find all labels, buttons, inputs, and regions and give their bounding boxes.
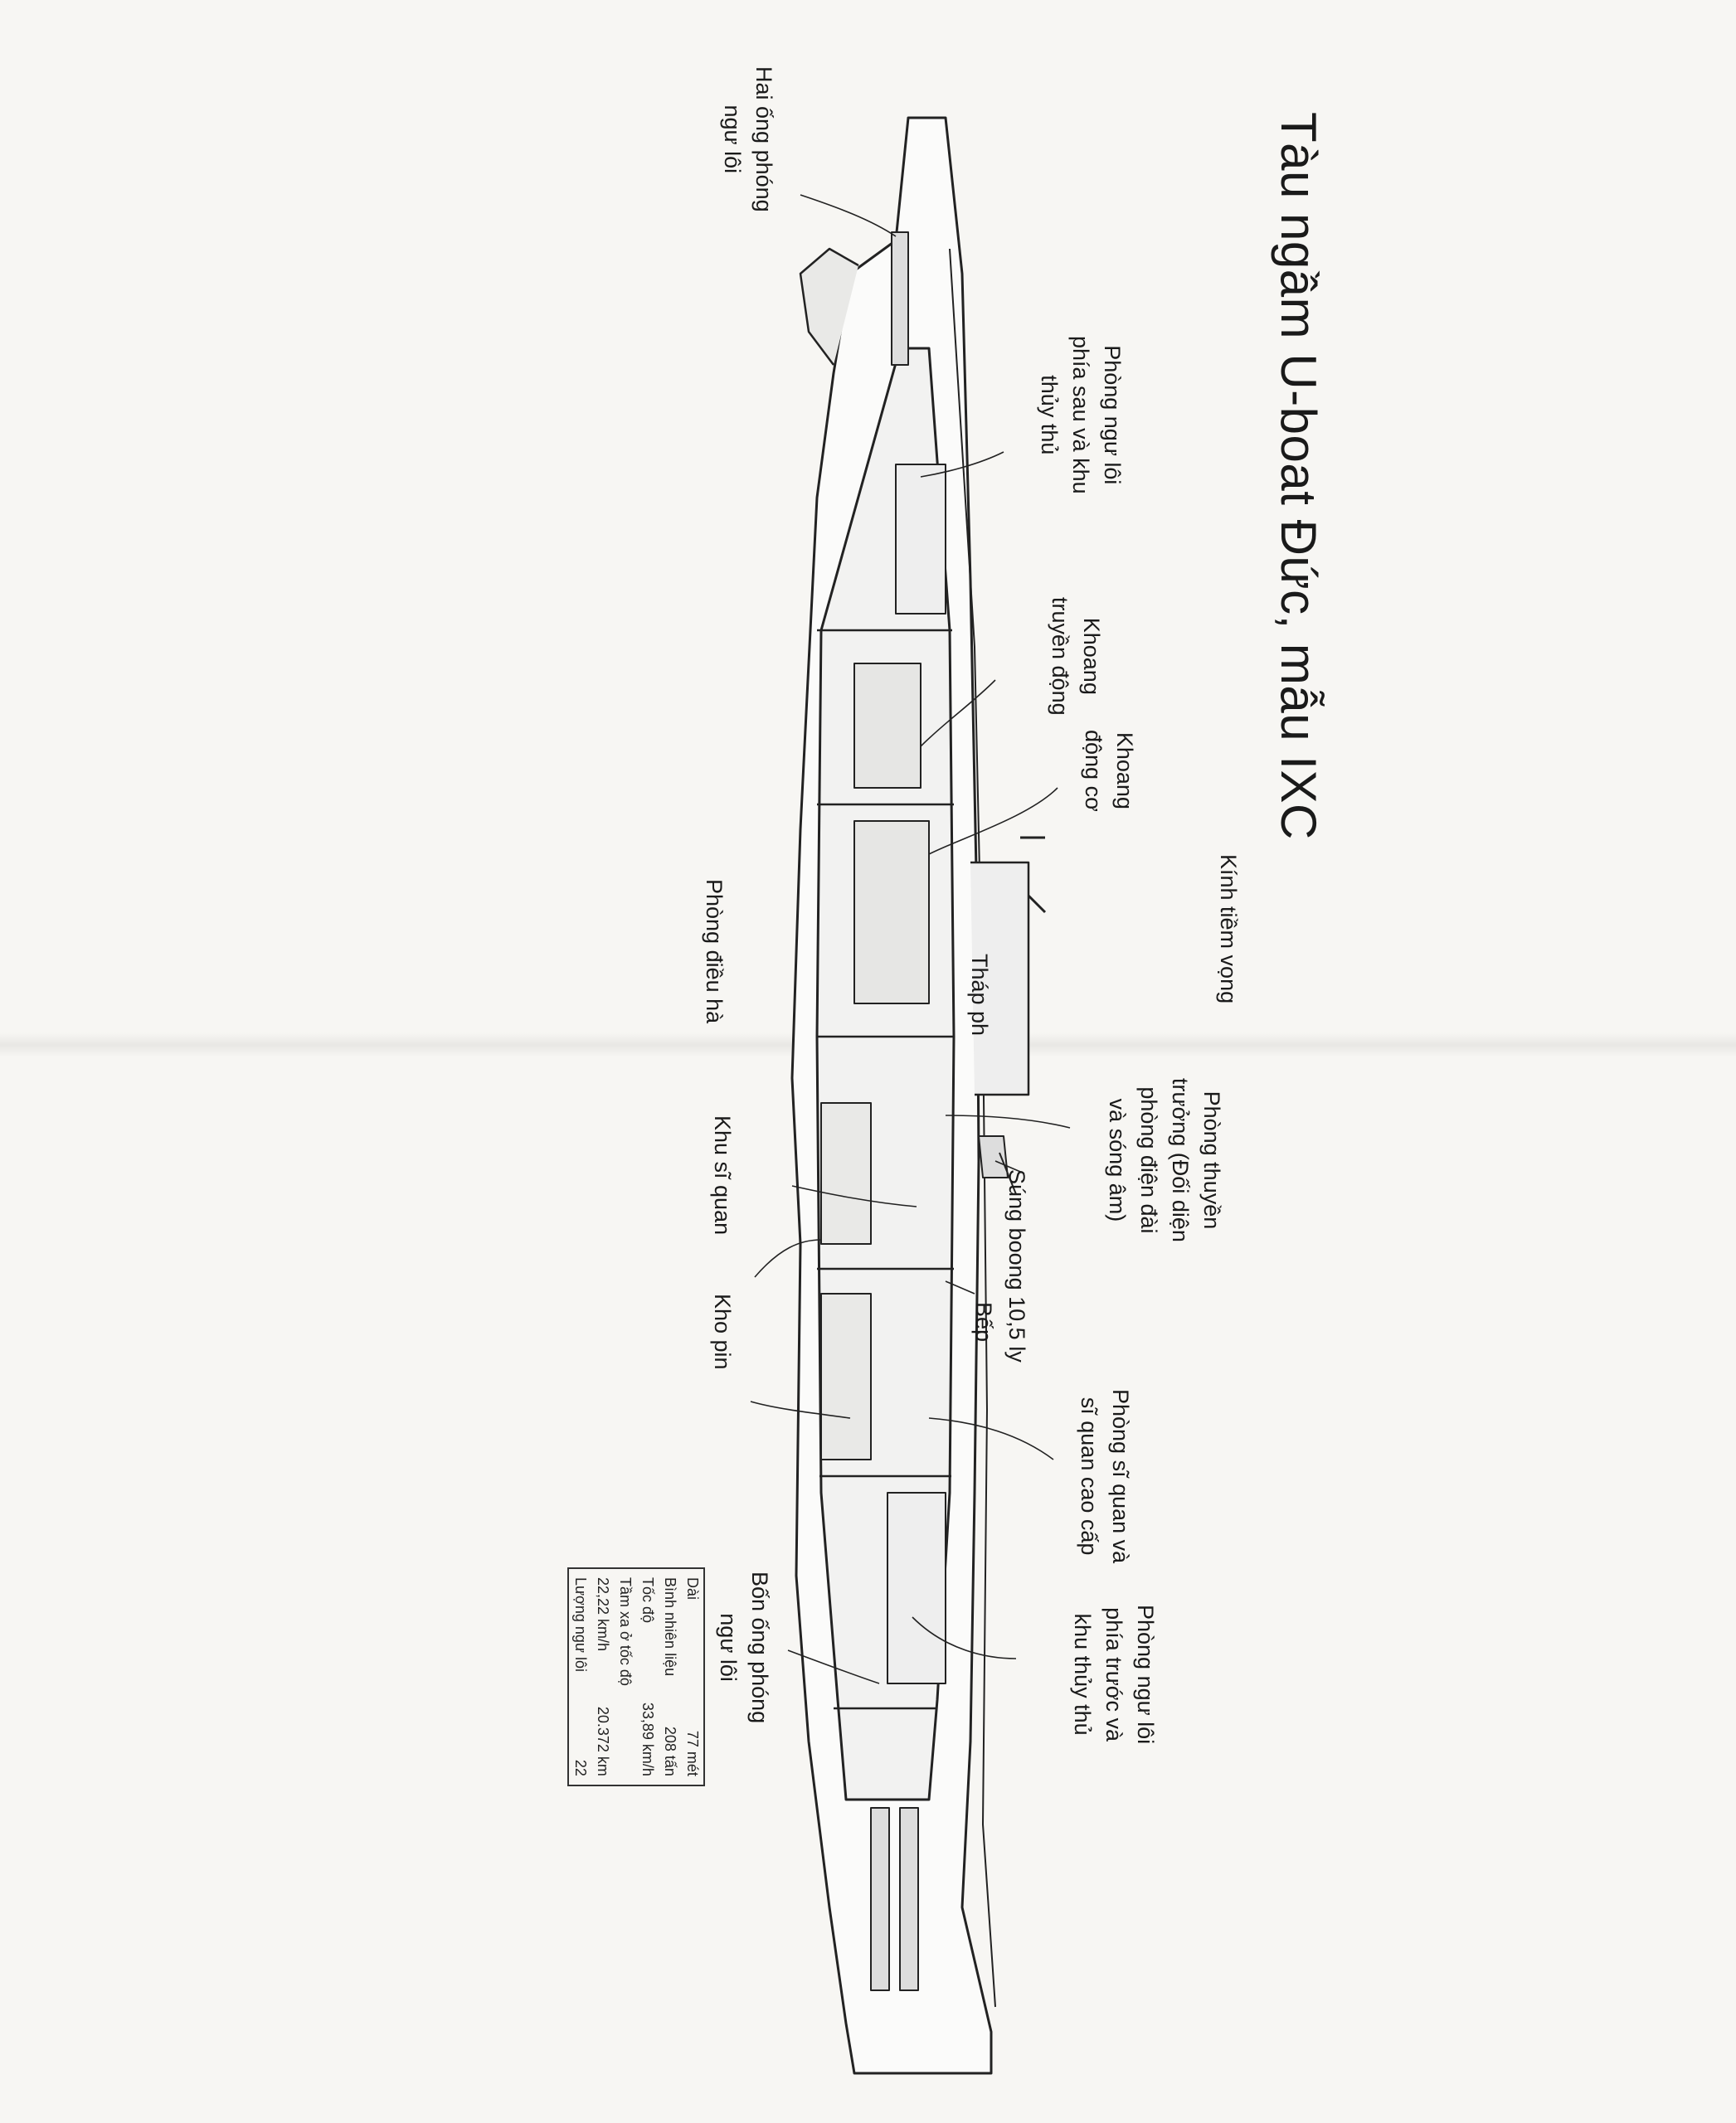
label-engine-room: Khoang động cơ — [1081, 730, 1137, 812]
spec-label: 22,22 km/h — [595, 1577, 611, 1652]
leader-line — [800, 194, 897, 237]
fwd-torpedo-tube — [870, 1807, 890, 1991]
leader-line — [928, 787, 1058, 855]
spec-value: 208 tấn — [662, 1726, 678, 1776]
leader-line — [791, 1185, 917, 1207]
spec-label: Lượng ngư lôi — [572, 1577, 589, 1672]
spec-row: Tầm xa ở tốc độ — [614, 1568, 636, 1785]
label-control-room: Phòng điều hà — [702, 879, 727, 1024]
deck-gun — [978, 1135, 1017, 1195]
spec-label: Tốc độ — [639, 1577, 656, 1624]
conning-tower — [970, 861, 1030, 1096]
label-aft-torpedo-room: Phòng ngư lôi phía sau và khu thủy thủ — [1037, 336, 1125, 494]
label-battery-storage: Kho pin — [710, 1294, 735, 1370]
label-deck-gun: Súng boong 10,5 ly — [1004, 1169, 1029, 1363]
spec-value — [614, 1694, 636, 1785]
leader-line — [945, 1115, 1071, 1129]
leader-line — [928, 1417, 1054, 1460]
leader-line — [787, 1649, 880, 1684]
leader-line — [994, 1160, 1025, 1174]
leader-line — [945, 1280, 975, 1295]
leader-line — [920, 451, 1004, 478]
battery-block — [820, 1293, 872, 1460]
label-captain-room: Phòng thuyền trưởng (Đối diện phòng điện… — [1105, 1078, 1224, 1242]
leader-line — [750, 1401, 851, 1419]
label-fwd-torpedo-room: Phòng ngư lôi phía trước và khu thủy thủ — [1070, 1605, 1158, 1745]
spec-value: 20.372 km — [595, 1706, 611, 1776]
spec-row: Dài 77 mét — [681, 1568, 704, 1785]
label-four-torpedo-tubes: Bốn ống phóng ngư lôi — [716, 1572, 772, 1724]
label-motor-room: Khoang truyền động — [1048, 597, 1104, 716]
label-senior-officers-room: Phòng sĩ quan và sĩ quan cao cấp — [1077, 1389, 1133, 1564]
deck-line — [949, 248, 996, 2008]
leader-line — [754, 1239, 822, 1278]
motor-block — [853, 663, 921, 789]
fwd-torpedo-tube — [899, 1807, 919, 1991]
label-officers-quarters: Khu sĩ quan — [710, 1115, 735, 1236]
label-periscope: Kính tiềm vọng — [1216, 854, 1241, 1004]
specs-table: Dài 77 mét Bình nhiên liệu 208 tấn Tốc độ 33,… — [567, 1567, 705, 1786]
page-title: Tàu ngầm U-boat Đức, mẫu IXC — [1271, 112, 1326, 840]
aft-torpedo-tube — [891, 231, 909, 366]
spec-row: Bình nhiên liệu 208 tấn — [659, 1568, 681, 1785]
spec-label: Tầm xa ở tốc độ — [617, 1577, 634, 1686]
label-two-torpedo-tubes: Hai ống phóng ngư lôi — [720, 66, 776, 212]
spec-row: Lượng ngư lôi 22 — [568, 1568, 591, 1785]
label-galley: Bếp — [971, 1302, 996, 1343]
label-conning-tower: Tháp ph — [967, 954, 992, 1037]
battery-block — [820, 1102, 872, 1245]
spec-value: 77 mét — [684, 1730, 701, 1776]
spec-label: Dài — [684, 1577, 701, 1601]
leader-line — [912, 1616, 1017, 1659]
leader-line — [920, 679, 996, 747]
aft-fin — [799, 247, 859, 366]
spec-row: Tốc độ 33,89 km/h — [636, 1568, 659, 1785]
spec-label: Bình nhiên liệu — [662, 1577, 678, 1677]
spec-value: 33,89 km/h — [639, 1702, 656, 1776]
spec-row: 22,22 km/h 20.372 km — [591, 1568, 614, 1785]
periscope-mast — [1020, 836, 1047, 914]
bunk-block — [887, 1492, 946, 1684]
bunk-block — [895, 464, 946, 615]
engine-block — [853, 820, 930, 1004]
spec-value: 22 — [572, 1759, 589, 1776]
